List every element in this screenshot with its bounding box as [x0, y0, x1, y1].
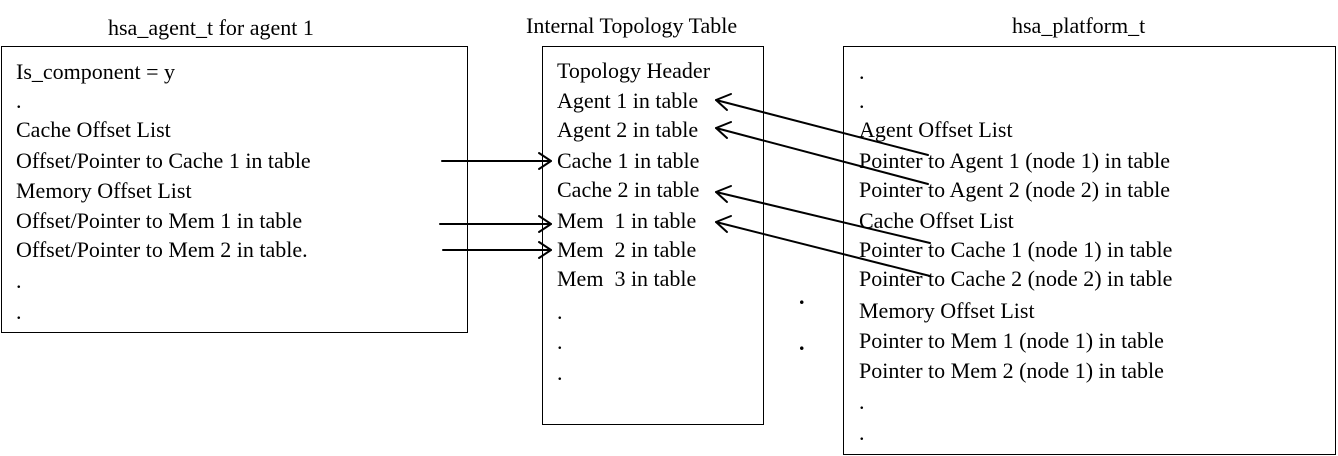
platform-line: Pointer to Agent 2 (node 2) in table — [859, 177, 1170, 202]
platform-line: Pointer to Cache 1 (node 1) in table — [859, 237, 1173, 262]
separator-dot: . — [799, 284, 805, 309]
platform-line: Pointer to Cache 2 (node 2) in table — [859, 266, 1173, 291]
agent-line: Offset/Pointer to Cache 1 in table — [16, 148, 311, 173]
right-box-title: hsa_platform_t — [1012, 13, 1146, 38]
agent-line: . — [16, 88, 22, 113]
separator-dot: . — [799, 330, 805, 355]
table-line: . — [557, 329, 563, 354]
agent-line: Is_component = y — [16, 59, 176, 84]
left-box-title: hsa_agent_t for agent 1 — [108, 15, 314, 40]
table-line: Mem 1 in table — [557, 208, 697, 233]
agent-line: . — [16, 268, 22, 293]
platform-line: Pointer to Agent 1 (node 1) in table — [859, 148, 1170, 173]
table-line: . — [557, 360, 563, 385]
platform-line: . — [859, 389, 865, 414]
table-line: Agent 2 in table — [557, 117, 699, 142]
agent-line: . — [16, 299, 22, 324]
table-line: Topology Header — [557, 58, 711, 83]
table-line: Cache 1 in table — [557, 148, 700, 173]
middle-box-title: Internal Topology Table — [526, 13, 738, 38]
table-line: . — [557, 299, 563, 324]
platform-line: . — [859, 59, 865, 84]
agent-line: Memory Offset List — [16, 178, 192, 203]
platform-line: Pointer to Mem 2 (node 1) in table — [859, 358, 1164, 383]
table-line: Mem 3 in table — [557, 266, 697, 291]
table-line: Mem 2 in table — [557, 237, 697, 262]
agent-line: Offset/Pointer to Mem 1 in table — [16, 208, 303, 233]
platform-line: . — [859, 88, 865, 113]
agent-line: Cache Offset List — [16, 117, 171, 142]
table-line: Agent 1 in table — [557, 88, 699, 113]
platform-line: Cache Offset List — [859, 208, 1014, 233]
platform-line: Pointer to Mem 1 (node 1) in table — [859, 328, 1164, 353]
platform-line: Memory Offset List — [859, 298, 1035, 323]
platform-line: Agent Offset List — [859, 117, 1013, 142]
agent-struct-box — [1, 46, 468, 333]
platform-line: . — [859, 420, 865, 445]
agent-line: Offset/Pointer to Mem 2 in table. — [16, 237, 308, 262]
table-line: Cache 2 in table — [557, 177, 700, 202]
